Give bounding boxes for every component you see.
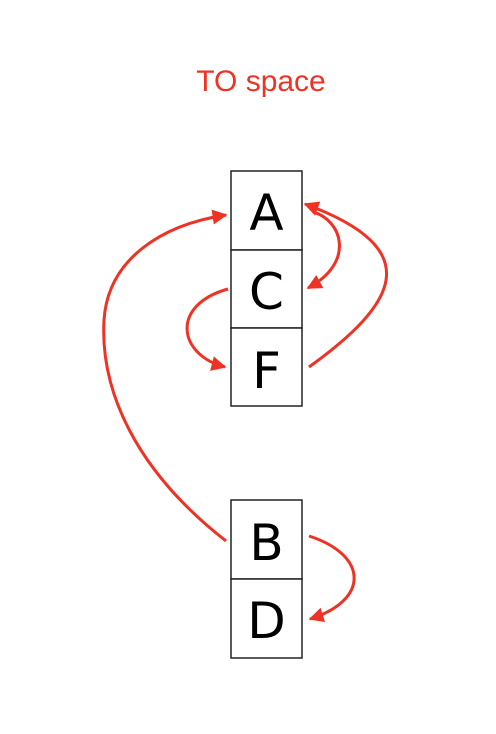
cell-d: D xyxy=(230,578,303,659)
lower-cell-group: B D xyxy=(230,499,303,659)
cell-c-label: C xyxy=(249,263,284,321)
arrow-b-to-d xyxy=(308,534,356,623)
arrow-b-to-a xyxy=(102,209,228,543)
cell-a: A xyxy=(230,170,303,251)
cell-d-label: D xyxy=(247,592,286,650)
arrow-a-to-c xyxy=(306,210,341,290)
cell-c: C xyxy=(230,249,303,329)
arrow-group xyxy=(102,201,388,623)
cell-a-label: A xyxy=(249,184,283,242)
upper-cell-group: A C F xyxy=(230,170,303,407)
arrow-f-to-a xyxy=(303,201,388,369)
cell-b: B xyxy=(230,499,303,580)
diagram-title: TO space xyxy=(196,65,326,98)
cell-f: F xyxy=(230,327,303,407)
arrow-c-to-f xyxy=(185,287,229,371)
cell-f-label: F xyxy=(252,342,281,400)
cell-b-label: B xyxy=(249,514,283,572)
